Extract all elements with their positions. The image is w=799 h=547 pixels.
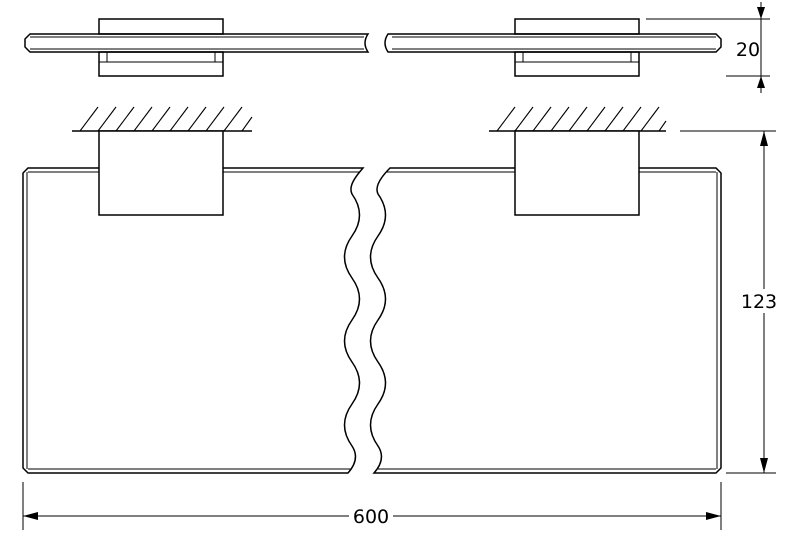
top-view-glass-right (384, 33, 722, 53)
wall-hatch-right (489, 106, 667, 132)
wall-hatch-left (72, 106, 253, 132)
holder-right (514, 130, 640, 216)
width-dimension: 600 (22, 482, 722, 530)
glass-panel-right (369, 167, 722, 474)
top-view-holder-left (98, 18, 224, 77)
top-view-glass-left (24, 33, 370, 53)
width-value: 600 (353, 506, 389, 528)
height-value: 123 (741, 291, 777, 313)
thickness-value: 20 (736, 39, 760, 61)
front-view: 123 600 (22, 106, 780, 530)
top-view-holder-right (514, 18, 640, 77)
thickness-dimension: 20 (646, 2, 770, 93)
holder-left (98, 130, 224, 216)
height-dimension: 123 (680, 130, 780, 474)
top-view: 20 (24, 2, 770, 93)
glass-panel-left (22, 167, 365, 474)
